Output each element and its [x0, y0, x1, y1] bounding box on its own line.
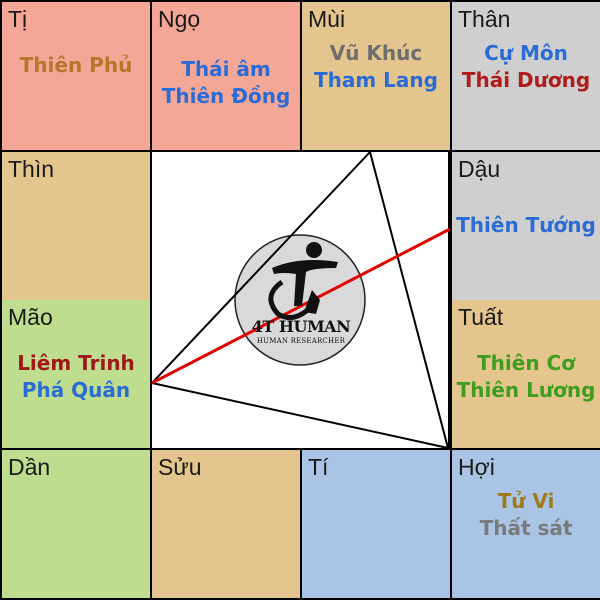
palace-hoi: Hợi Tử Vi Thất sát — [452, 450, 600, 598]
palace-name: Tuất — [458, 304, 504, 330]
palace-mao: Mão Liêm Trinh Phá Quân — [2, 300, 150, 448]
triangle-line — [150, 150, 450, 450]
star-label: Cự Môn — [484, 41, 568, 65]
palace-name: Thìn — [8, 156, 55, 182]
star-label: Thất sát — [479, 516, 573, 540]
star-list: Thiên Cơ Thiên Lương — [452, 350, 600, 404]
palace-name: Dậu — [458, 156, 501, 182]
palace-name: Dần — [8, 454, 51, 480]
palace-name: Sửu — [158, 454, 202, 480]
star-list: Vũ Khúc Tham Lang — [302, 40, 450, 94]
palace-suu: Sửu — [152, 450, 300, 598]
palace-name: Tị — [8, 6, 28, 32]
star-label: Thiên Phủ — [19, 53, 133, 77]
star-label: Thiên Cơ — [477, 351, 575, 375]
star-list: Cự Môn Thái Dương — [452, 40, 600, 94]
palace-dau: Dậu Thiên Tướng — [452, 152, 600, 300]
star-label: Thái âm — [181, 57, 271, 81]
star-label: Vũ Khúc — [329, 41, 423, 65]
palace-ti-rat: Tí — [302, 450, 450, 598]
star-label: Tham Lang — [314, 68, 438, 92]
palace-name: Thân — [458, 6, 511, 32]
star-list: Thiên Phủ — [2, 52, 150, 79]
palace-tuat: Tuất Thiên Cơ Thiên Lương — [452, 300, 600, 448]
star-label: Phá Quân — [21, 378, 131, 402]
palace-name: Mùi — [308, 6, 346, 32]
palace-name: Ngọ — [158, 6, 201, 32]
star-label: Thái Dương — [461, 68, 591, 92]
palace-ti: Tị Thiên Phủ — [2, 2, 150, 150]
palace-name: Tí — [308, 454, 329, 480]
logo-subtitle: HUMAN RESEARCHER — [256, 337, 346, 345]
star-list: Liêm Trinh Phá Quân — [2, 350, 150, 404]
logo-title: 4T HUMAN — [251, 317, 351, 336]
palace-name: Mão — [8, 304, 53, 330]
palace-than: Thân Cự Môn Thái Dương — [452, 2, 600, 150]
star-label: Tử Vi — [497, 489, 555, 513]
palace-name: Hợi — [458, 454, 495, 480]
star-label: Thiên Lương — [456, 378, 596, 402]
star-label: Thiên Đồng — [161, 84, 291, 108]
star-label: Thiên Tướng — [456, 213, 596, 237]
palace-ngo: Ngọ Thái âm Thiên Đồng — [152, 2, 300, 150]
star-list: Thiên Tướng — [452, 212, 600, 239]
palace-mui: Mùi Vũ Khúc Tham Lang — [302, 2, 450, 150]
star-list: Thái âm Thiên Đồng — [152, 56, 300, 110]
palace-dan: Dần — [2, 450, 150, 598]
palace-thin: Thìn — [2, 152, 150, 300]
logo-figure-icon — [268, 242, 338, 321]
star-list: Tử Vi Thất sát — [452, 488, 600, 542]
star-label: Liêm Trinh — [17, 351, 135, 375]
